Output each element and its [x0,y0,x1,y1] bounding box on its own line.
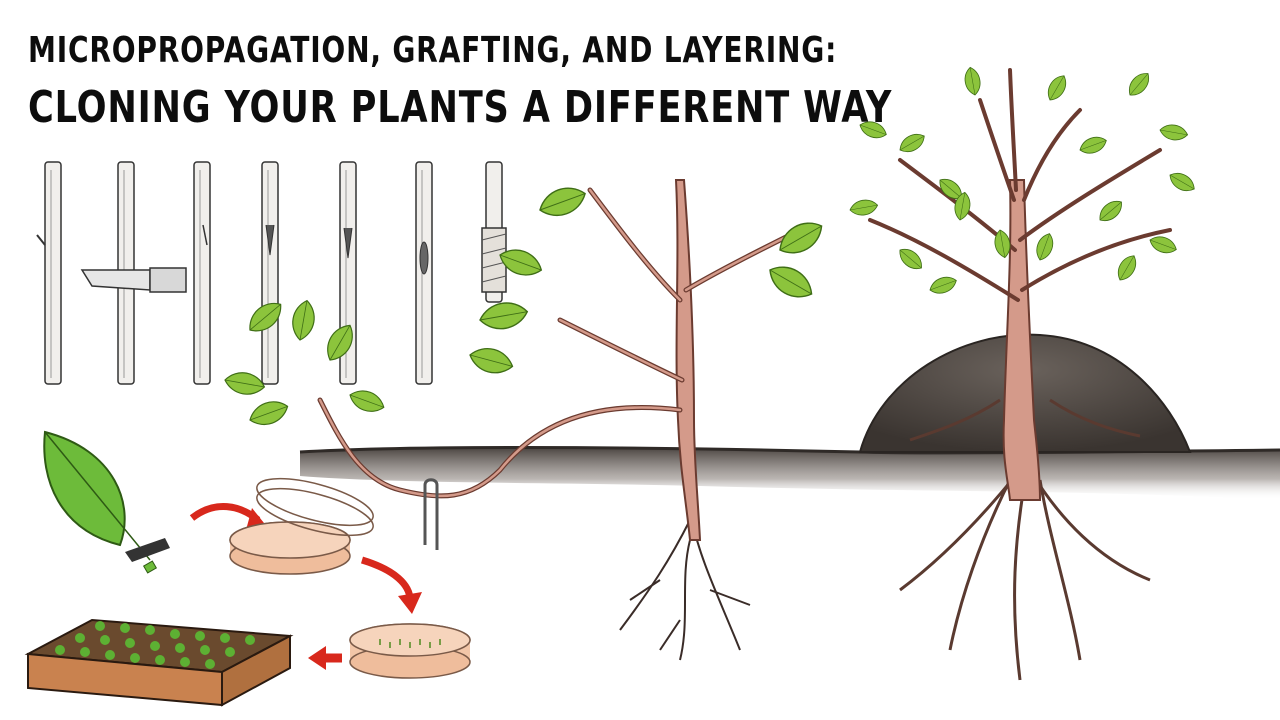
soil-layer [300,448,1280,501]
graft-stick-4 [262,162,278,384]
mound-layering-tree [849,66,1198,680]
graft-stick-1 [37,162,61,384]
layering-tree [223,180,828,660]
graft-stick-6 [416,162,432,384]
layering-pin [425,480,437,550]
graft-stick-2-knife [82,162,186,384]
petri-dish-2 [350,624,470,678]
arrow-icon [192,506,258,520]
graft-stick-7-wrapped [482,162,506,302]
seedling-tray [28,620,290,705]
graft-stick-3 [194,162,210,384]
arrow-icon [308,646,326,670]
grafting-steps [37,162,506,384]
scalpel-icon [125,538,170,562]
knife-icon [82,270,150,290]
arrow-icon [362,560,410,600]
leaf-icon [44,432,124,545]
layering-roots [620,520,750,660]
